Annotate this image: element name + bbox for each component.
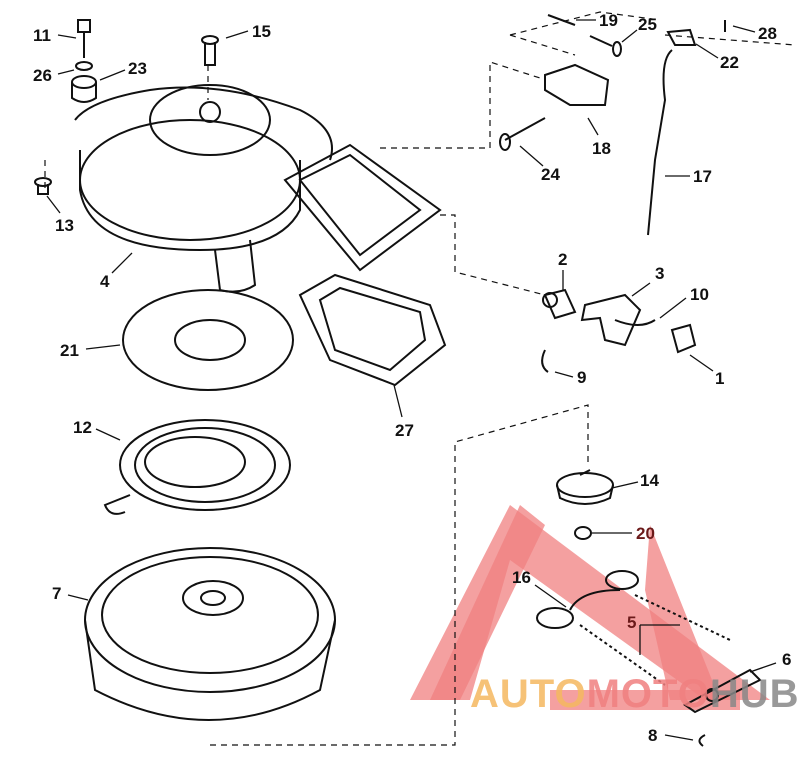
callout-23: 23 — [128, 59, 147, 78]
watermark-hub: HUB — [709, 672, 800, 716]
leader-lines — [46, 19, 777, 741]
callout-14: 14 — [640, 471, 659, 490]
callout-11: 11 — [33, 26, 51, 45]
callout-16: 16 — [512, 568, 531, 587]
guide-lines — [44, 11, 796, 746]
callout-26: 26 — [33, 66, 52, 85]
callout-15: 15 — [252, 22, 271, 41]
callout-22: 22 — [720, 53, 739, 72]
watermark-moto: MOTO — [586, 672, 710, 716]
callout-8: 8 — [648, 726, 658, 745]
callout-21: 21 — [60, 341, 79, 360]
callout-12: 12 — [73, 418, 92, 437]
watermark-text: AUTOMOTOHUB — [470, 672, 800, 717]
callout-18: 18 — [592, 139, 611, 158]
small-parts — [34, 14, 762, 747]
callout-13: 13 — [55, 216, 74, 235]
callout-17: 17 — [693, 167, 712, 186]
callout-6: 6 — [782, 650, 792, 669]
spring-part-12 — [103, 419, 291, 515]
callout-19: 19 — [599, 11, 618, 30]
callout-5: 5 — [627, 613, 637, 632]
callout-9: 9 — [577, 368, 587, 387]
callout-20: 20 — [636, 524, 655, 543]
callout-28: 28 — [758, 24, 777, 43]
callout-4: 4 — [100, 272, 110, 291]
callout-27: 27 — [395, 421, 414, 440]
callout-2: 2 — [558, 250, 568, 269]
callout-1: 1 — [715, 369, 725, 388]
starter-handle-part-27 — [298, 273, 447, 387]
callout-24: 24 — [541, 165, 560, 184]
washer-part-21 — [122, 289, 294, 391]
watermark-auto: AUTO — [470, 672, 587, 716]
pulley-part-7 — [84, 547, 336, 721]
callout-25: 25 — [638, 15, 657, 34]
callout-10: 10 — [690, 285, 709, 304]
rewind-housing-part-4 — [74, 84, 442, 293]
callout-3: 3 — [655, 264, 665, 283]
watermark-logo — [410, 505, 770, 710]
callout-7: 7 — [52, 584, 62, 603]
